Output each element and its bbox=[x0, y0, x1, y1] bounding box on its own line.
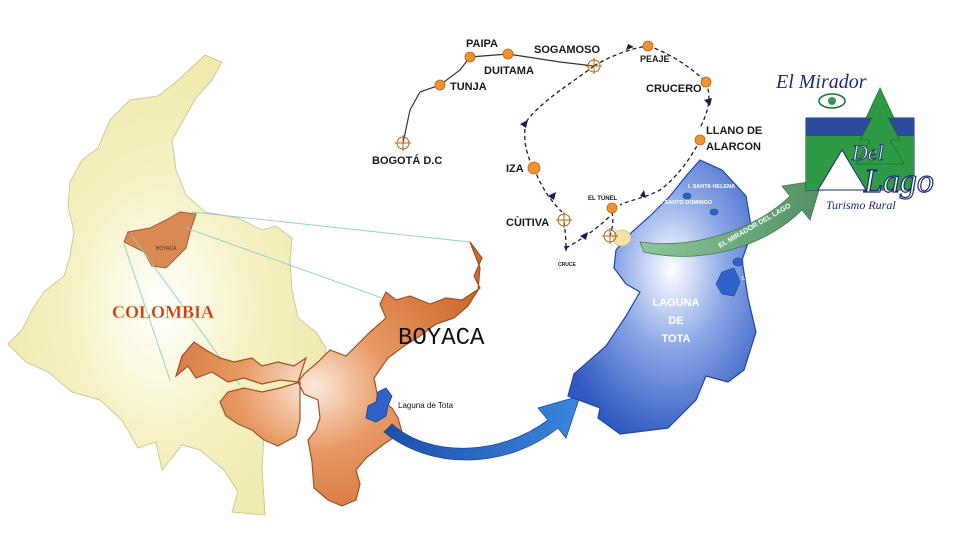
logo-line2: Del bbox=[851, 140, 884, 165]
tunnel-blob bbox=[612, 229, 632, 247]
logo-line3: Lago bbox=[863, 163, 934, 200]
boyaca-inset-label: BOYACA bbox=[156, 246, 177, 252]
logo-line1: El Mirador bbox=[775, 71, 867, 93]
route-arrowheads bbox=[520, 44, 712, 252]
logo-line4: Turismo Rural bbox=[826, 198, 896, 212]
stop-label-iza: IZA bbox=[506, 163, 524, 175]
lake-label-line: DE bbox=[668, 315, 683, 327]
stop-label-crucero: CRUCERO bbox=[646, 83, 702, 95]
zoom-arrow-blue bbox=[383, 395, 581, 461]
stop-label-paipa: PAIPA bbox=[466, 38, 498, 50]
route-solid bbox=[402, 53, 595, 144]
island-label: I. SANTA HELENA bbox=[688, 184, 735, 190]
boyaca-inset-shape bbox=[123, 211, 197, 269]
stop-label-alarcon: ALARCON bbox=[706, 141, 761, 153]
lake-label-line: TOTA bbox=[662, 333, 691, 345]
stop-label-llano: LLANO DE bbox=[706, 125, 762, 137]
lake-label-line: LAGUNA bbox=[652, 297, 699, 309]
cross-label: CRUCE bbox=[558, 262, 576, 268]
stop-label-tunja: TUNJA bbox=[450, 81, 487, 93]
lake-marker-label: Laguna de Tota bbox=[398, 401, 454, 410]
stop-label-cuitiva: CÙITIVA bbox=[506, 216, 549, 229]
route-markers bbox=[434, 40, 712, 214]
tunnel-label: EL TÚNEL bbox=[588, 195, 618, 202]
lake-marker-shape bbox=[365, 387, 393, 423]
mirador-arrow-green bbox=[639, 179, 823, 257]
el-mirador-logo: El Mirador Del Lago Turismo Rural bbox=[775, 71, 935, 212]
island-label: I. SANTA INÉS bbox=[744, 254, 782, 262]
stop-label-sogamoso: SOGAMOSO bbox=[534, 44, 600, 56]
island-label: I. SAN PEDRO bbox=[742, 276, 780, 282]
city-star-markers bbox=[395, 58, 618, 244]
island-label: I. SANTO DOMINGO bbox=[660, 200, 713, 206]
islands bbox=[682, 192, 744, 297]
stop-label-peaje: PEAJE bbox=[640, 54, 670, 64]
boyaca-department-shape bbox=[174, 241, 483, 507]
department-label: BOYACA bbox=[398, 325, 485, 352]
country-label: COLOMBIA bbox=[112, 302, 214, 322]
stop-label-duitama: DUITAMA bbox=[484, 65, 534, 77]
stop-label-bogota: BOGOTÁ D.C bbox=[372, 154, 442, 167]
